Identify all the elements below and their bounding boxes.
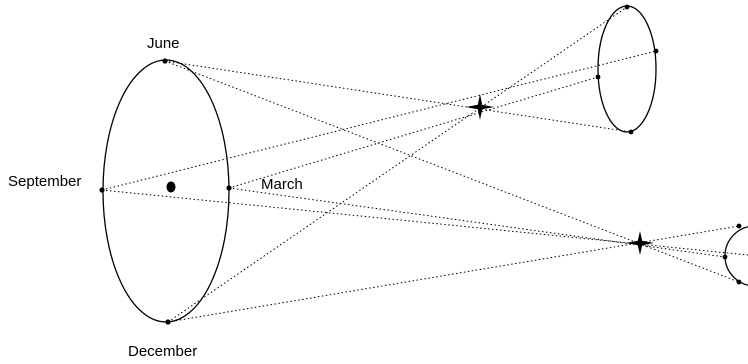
march-label: March: [261, 176, 303, 193]
lower-ellipse-point-left: [722, 254, 728, 260]
sun-dot: [166, 181, 176, 193]
lower-ellipse-point-top: [736, 223, 742, 229]
upper-ellipse-point-left: [595, 74, 601, 80]
december-label: December: [128, 343, 198, 360]
september-point: [99, 187, 105, 193]
earth-orbit: [102, 59, 230, 323]
march-point: [226, 185, 232, 191]
june-label: June: [147, 35, 180, 52]
upper-ellipse-point-right: [653, 48, 659, 54]
lower-ellipse-point-bottom: [736, 279, 742, 285]
upper-star-icon: [466, 94, 494, 120]
june-point: [162, 58, 168, 64]
lower-star-icon: [626, 231, 654, 255]
upper-ellipse-point-bottom: [628, 129, 634, 135]
december-point: [165, 319, 171, 325]
upper-star-sight-lines: [101, 6, 657, 323]
lower-star-sight-lines: [101, 60, 748, 323]
upper-ellipse-point-top: [624, 4, 630, 10]
september-label: September: [8, 173, 82, 190]
lower-star-apparent-ellipse: [724, 226, 748, 286]
upper-star-apparent-ellipse: [597, 5, 657, 133]
